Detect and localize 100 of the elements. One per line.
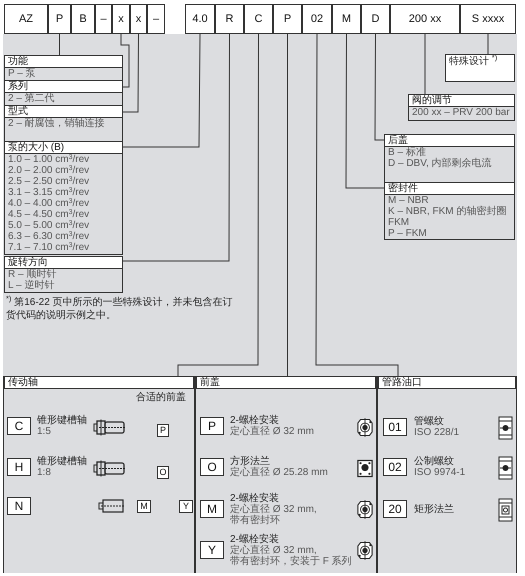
option-text: 6.3 – 6.30 cm$^{3}$/rev [8,231,90,242]
description-text: 矩形法兰 [414,504,455,514]
code-box: C [7,417,31,435]
code-box: Y [179,500,193,513]
group-heading: 型式 [5,106,122,118]
description-text: 定心直径 Ø 25.28 mm [230,467,329,478]
option-text: 1.0 – 1.00 cm$^{3}$/rev [8,154,90,165]
option-text: L – 逆时针 [8,280,56,291]
option-text: 2 – 耐腐蚀，销轴连接 [8,118,106,129]
code-box: N [7,497,31,515]
description-text: 管螺纹 [414,416,445,427]
option-group [384,182,515,240]
code-box: O [157,466,169,479]
group-heading: 后盖 [385,135,514,147]
code-box: 02 [383,458,407,476]
connector-line [122,34,139,112]
section-heading: 传动轴 [4,376,194,389]
option-text: P – FKM [388,228,428,239]
option-group [384,134,515,183]
code-box: P [200,417,224,435]
description-text: 定心直径 Ø 32 mm [230,426,315,437]
connector-line [374,34,384,140]
option-group [4,256,123,293]
connector-line [122,34,230,262]
code-cell: AZ [4,4,48,34]
option-text: 2.0 – 2.00 cm$^{3}$/rev [8,165,90,176]
option-group [408,94,515,121]
connector-line [287,34,288,376]
code-cell: S xxxx [460,4,516,34]
code-box: M [137,500,151,513]
option-text: 3.1 – 3.15 cm$^{3}$/rev [8,187,90,198]
code-cell: – [147,4,165,34]
option-box: 特殊设计 $^{*)}$ [445,54,515,82]
code-box: M [200,500,224,518]
description-text: 2-螺栓安装 [230,534,280,544]
description-text: 2-螺栓安装 [230,492,280,504]
code-cell: B [71,4,95,34]
option-text: 2.5 – 2.50 cm$^{3}$/rev [8,176,90,187]
code-cell: P [48,4,71,34]
option-group [4,55,123,81]
option-group [4,141,123,255]
section-heading: 前盖 [196,376,376,389]
option-text: 5.0 – 5.00 cm$^{3}$/rev [8,220,90,231]
section-panel [3,376,195,573]
description-text: 方形法兰 [230,456,271,467]
description-text: 带有密封环 [230,514,281,526]
code-cell: C [244,4,273,34]
connector-line [120,34,130,88]
connector-line [178,34,259,376]
section-panel [377,376,517,573]
description-text: 2-螺栓安装 [230,415,280,426]
code-cell: x [130,4,147,34]
option-text: K – NBR, FKM 的轴密封圈 FKM [388,206,508,228]
option-text: B – 标准 [388,147,427,158]
description-text: 锥形键槽轴 [37,415,88,426]
option-text: D – DBV, 内部剩余电流 [388,158,493,169]
option-group [4,105,123,143]
group-heading: 阀的调节 [409,95,514,107]
group-heading: 系列 [5,81,122,93]
connector-line [316,34,398,376]
group-heading: 泵的大小 (B) [5,142,122,154]
section-heading: 管路油口 [378,376,516,389]
option-text: 7.1 – 7.10 cm$^{3}$/rev [8,242,90,253]
description-text: 公制螺纹 [414,456,455,467]
group-heading: 旋转方向 [5,257,122,269]
description-text: 锥形键槽轴 [37,456,88,467]
description-text: 1:5 [37,426,52,437]
description-text: ISO 9974-1 [414,467,466,478]
code-cell: 02 [302,4,332,34]
code-cell: M [332,4,361,34]
code-box: 01 [383,418,407,436]
option-text: P – 泵 [8,68,37,79]
code-cell: R [215,4,244,34]
code-box: 20 [383,500,407,518]
footnote-text: $^{*)}$ 第16-22 页中所示的一些特殊设计，并未包含在订货代码的说明示例之中。 [6,296,234,322]
section-panel [195,376,377,573]
group-heading: 功能 [5,56,122,68]
option-text: 2 – 第二代 [8,93,56,104]
option-text: R – 顺时针 [8,269,58,280]
code-cell: P [273,4,302,34]
option-text: 200 xx – PRV 200 bar [412,107,511,118]
code-box: Y [200,541,224,559]
column-heading: 合适的前盖 [136,392,186,403]
description-text: 定心直径 Ø 32 mm, [230,504,318,514]
connector-line [424,34,426,94]
connector-line [346,34,384,188]
group-heading: 密封件 [385,183,514,195]
connector-line [122,34,200,148]
code-cell: 200 xx [390,4,460,34]
description-text: 1:8 [37,467,52,478]
code-cell: – [95,4,112,34]
option-text: 4.5 – 4.50 cm$^{3}$/rev [8,209,90,220]
option-text: M – NBR [388,195,430,206]
code-box: O [200,458,224,476]
connector-line [59,34,60,56]
code-box: H [7,458,31,476]
option-group [4,80,123,106]
code-cell: D [361,4,390,34]
code-cell: 4.0 [185,4,215,34]
option-text: 4.0 – 4.00 cm$^{3}$/rev [8,198,90,209]
